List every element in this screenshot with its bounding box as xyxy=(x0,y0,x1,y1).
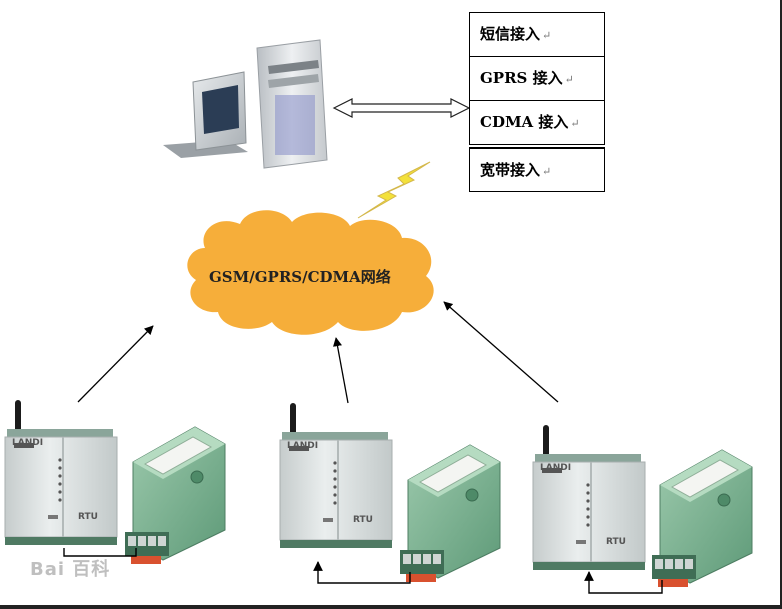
access-sms-label: 短信接入 xyxy=(480,25,541,43)
rtu-device-3: LANDI RTU xyxy=(532,424,646,571)
watermark: Bai 百科 xyxy=(30,559,111,580)
rtu-brand-1: LANDI xyxy=(12,438,43,448)
return-mark: ↵ xyxy=(570,117,580,130)
return-mark: ↵ xyxy=(542,165,552,178)
access-sms: 短信接入↵ xyxy=(469,12,605,57)
access-broadband: 宽带接入↵ xyxy=(469,147,605,192)
uplink-arrow-right xyxy=(443,301,559,403)
rtu-label-3: RTU xyxy=(606,537,626,547)
network-cloud xyxy=(187,210,434,335)
rtu-brand-2: LANDI xyxy=(287,441,318,451)
rtu-label-2: RTU xyxy=(353,515,373,525)
network-label: GSM/GPRS/CDMA网络 xyxy=(209,268,391,286)
rtu-device-1: LANDI RTU xyxy=(4,399,118,546)
rtu-device-2: LANDI RTU xyxy=(279,402,393,549)
rtu-brand-3: LANDI xyxy=(540,463,571,473)
uplink-arrow-left xyxy=(77,325,154,403)
access-cdma-label: CDMA 接入 xyxy=(480,113,569,131)
rtu-label-1: RTU xyxy=(78,512,98,522)
return-mark: ↵ xyxy=(542,29,552,42)
access-gprs: GPRS 接入↵ xyxy=(469,56,605,101)
return-mark: ↵ xyxy=(564,73,574,86)
wire-1 xyxy=(63,548,137,557)
lightning-icon xyxy=(357,161,431,219)
access-broadband-label: 宽带接入 xyxy=(480,161,541,179)
computer-icon xyxy=(163,39,328,169)
wire-3 xyxy=(584,571,663,594)
wire-2 xyxy=(313,561,411,584)
access-cdma: CDMA 接入↵ xyxy=(469,100,605,145)
uplink-arrow-center xyxy=(333,337,349,404)
access-gprs-label: GPRS 接入 xyxy=(480,69,563,87)
